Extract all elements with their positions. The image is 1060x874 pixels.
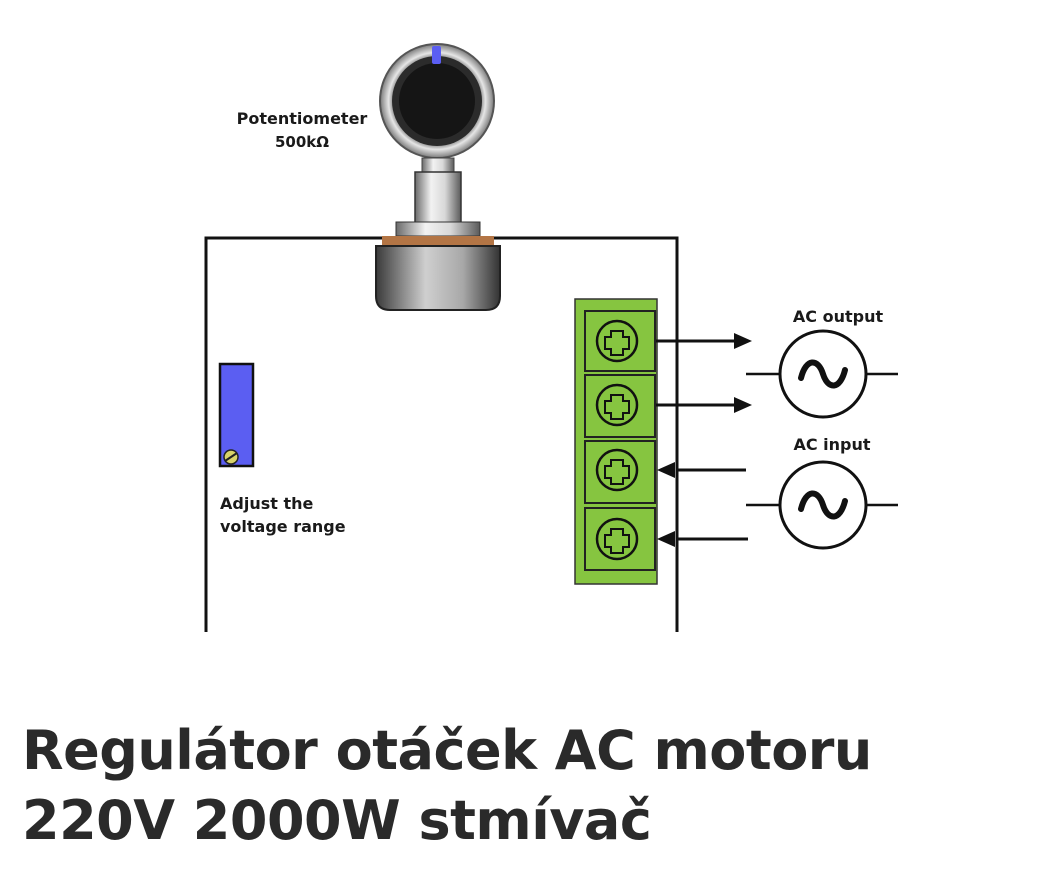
- input-arrows: [657, 462, 748, 547]
- ac-input-label: AC input: [793, 435, 870, 454]
- terminal-block: [574, 298, 658, 585]
- potentiometer: [375, 43, 501, 311]
- terminal-2: [584, 374, 656, 438]
- potentiometer-indicator: [432, 46, 441, 64]
- terminal-4: [584, 507, 656, 571]
- output-arrows: [656, 333, 752, 413]
- potentiometer-value: 500kΩ: [275, 133, 329, 151]
- adjust-label-line1: Adjust the: [220, 494, 313, 513]
- ac-input-sine-icon: [746, 460, 898, 550]
- ac-output-label: AC output: [793, 307, 884, 326]
- product-title: Regulátor otáček AC motoru 220V 2000W st…: [22, 719, 872, 852]
- potentiometer-label: Potentiometer: [237, 109, 368, 128]
- voltage-trimmer: [218, 362, 255, 468]
- ac-output-sine-icon: [746, 329, 898, 419]
- adjust-label-line2: voltage range: [220, 517, 346, 536]
- product-image: Potentiometer 500kΩ Adjust the voltage r…: [204, 43, 898, 632]
- terminal-3: [584, 440, 656, 504]
- terminal-1: [584, 310, 656, 372]
